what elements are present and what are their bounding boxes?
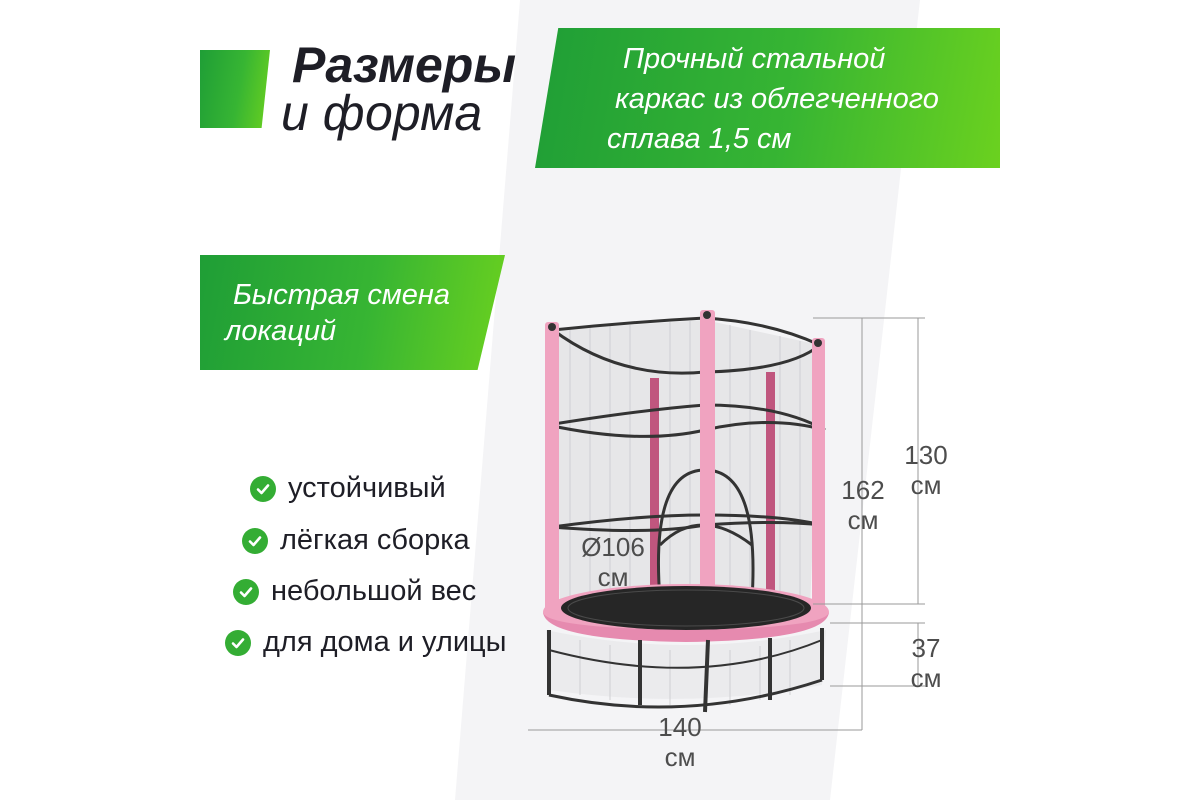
mobility-banner: Быстрая смена локаций bbox=[200, 255, 505, 370]
page-subtitle: и форма bbox=[281, 85, 483, 141]
frame-height-unit: см bbox=[910, 663, 942, 693]
feature-label: лёгкая сборка bbox=[280, 524, 470, 556]
frame-banner-line-3: сплава 1,5 см bbox=[607, 123, 792, 155]
frame-banner-line-1: Прочный стальной bbox=[623, 43, 886, 75]
trampoline-illustration bbox=[528, 310, 925, 731]
feature-label: для дома и улицы bbox=[263, 626, 507, 658]
check-circle-icon bbox=[225, 629, 251, 656]
frame-height-dimension: 37 см bbox=[893, 633, 959, 693]
feature-label: небольшой вес bbox=[271, 575, 477, 607]
frame-height-value: 37 bbox=[911, 633, 941, 663]
width-value: 140 bbox=[658, 712, 702, 742]
mobility-banner-line-1: Быстрая смена bbox=[233, 279, 450, 311]
check-circle-icon bbox=[250, 475, 276, 502]
check-circle-icon bbox=[242, 527, 268, 554]
feature-item-indoor-outdoor: для дома и улицы bbox=[225, 626, 506, 659]
diameter-dimension: Ø106 см bbox=[578, 532, 648, 592]
total-height-unit: см bbox=[847, 505, 879, 535]
frame-banner-line-2: каркас из облегченного bbox=[615, 83, 939, 115]
feature-label: устойчивый bbox=[288, 472, 446, 504]
total-height-value: 162 bbox=[841, 475, 885, 505]
net-height-dimension: 130 см bbox=[893, 440, 959, 500]
frame-info-banner: Прочный стальной каркас из облегченного … bbox=[535, 28, 1000, 168]
check-circle-icon bbox=[233, 578, 259, 605]
width-unit: см bbox=[664, 742, 696, 772]
title-accent-block bbox=[200, 50, 270, 128]
feature-item-light-weight: небольшой вес bbox=[233, 575, 476, 608]
net-height-unit: см bbox=[910, 470, 942, 500]
net-height-value: 130 bbox=[904, 440, 948, 470]
total-height-dimension: 162 см bbox=[830, 475, 896, 535]
diameter-value: Ø106 bbox=[581, 532, 645, 562]
diameter-unit: см bbox=[597, 562, 629, 592]
mobility-banner-line-2: локаций bbox=[225, 315, 337, 347]
feature-item-stable: устойчивый bbox=[250, 472, 446, 505]
feature-item-easy-assembly: лёгкая сборка bbox=[242, 524, 470, 557]
width-dimension: 140 см bbox=[645, 712, 715, 772]
page-title: Размеры bbox=[292, 37, 517, 93]
